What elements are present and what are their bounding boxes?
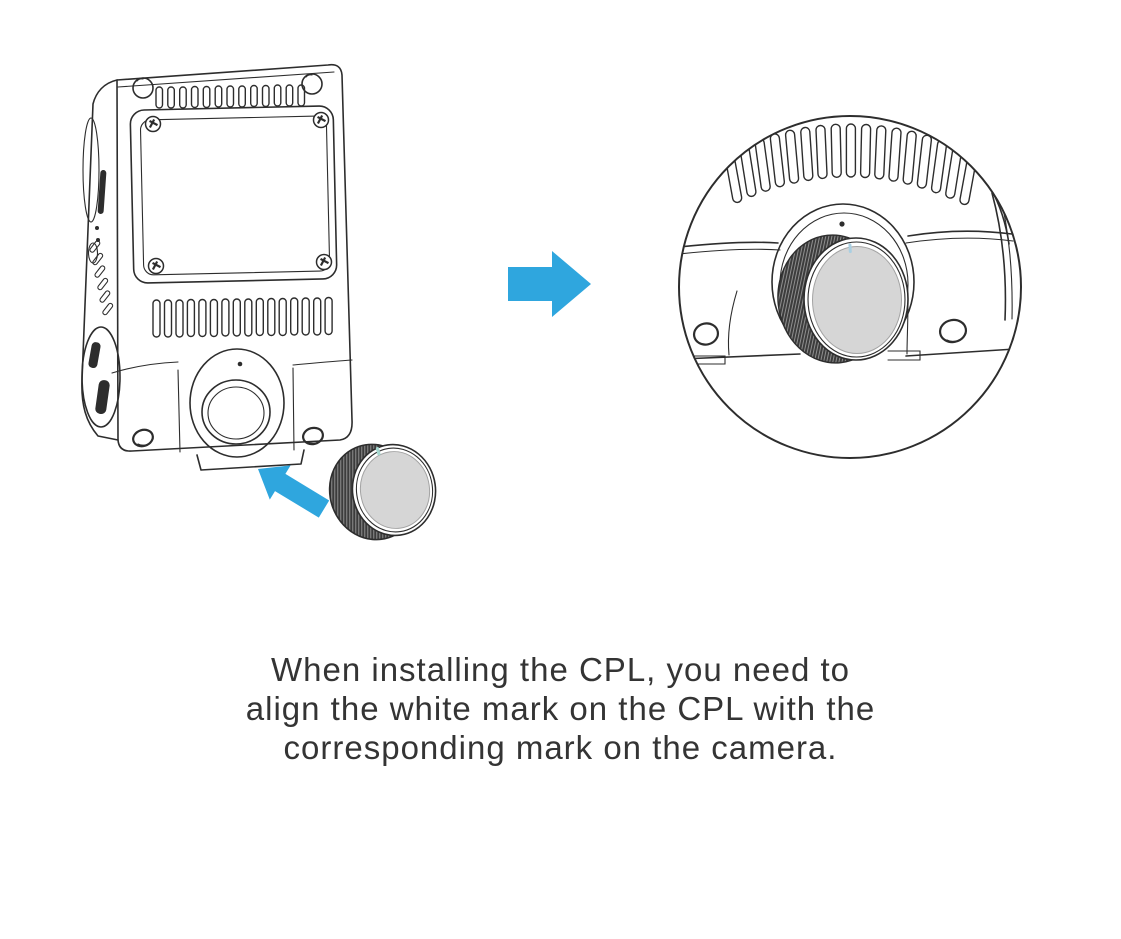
side-dot-1 (95, 226, 99, 230)
body-top-contour (117, 71, 335, 88)
screw-top-right (312, 111, 330, 129)
caption-line-1: When installing the CPL, you need to (270, 651, 850, 688)
side-contour-oval (82, 117, 100, 223)
sd-card-slot (97, 170, 107, 214)
lens-tab-right (292, 367, 295, 451)
mount-foot (196, 449, 305, 471)
cpl-white-mark (375, 447, 381, 456)
cpl-filter-illustration (328, 443, 437, 541)
cpl-alignment-mark (848, 243, 852, 254)
lens-tab-left (177, 369, 181, 453)
screw-bottom-left (147, 257, 165, 275)
camera-alignment-mark (839, 221, 845, 227)
camera-alignment-dot (237, 361, 243, 367)
camera-lens-mount (189, 348, 285, 458)
caption-line-2: align the white mark on the CPL with the (245, 690, 876, 727)
side-port-1 (88, 342, 101, 369)
bottom-face-contour-right (292, 359, 353, 366)
cpl-insert-arrow-icon (258, 465, 330, 518)
cpl-glass (359, 451, 431, 529)
caption-line-3: corresponding mark on the camera. (283, 729, 838, 766)
mount-hole-right (301, 73, 323, 95)
mount-hole-left (132, 77, 154, 99)
top-vent-row (155, 84, 306, 109)
screw-bottom-right (315, 253, 333, 271)
instruction-caption: When installing the CPL, you need to ali… (0, 650, 1121, 767)
dashcam-body-outline (116, 63, 353, 452)
detail-lens-assembly (771, 203, 915, 364)
bottom-vent-row (152, 296, 333, 338)
detail-view-circle (678, 115, 1022, 459)
dashcam-illustration (81, 63, 353, 471)
bottom-face-contour-left (111, 361, 179, 374)
screw-top-left (144, 115, 162, 133)
side-port-oval (81, 326, 121, 428)
side-port-2 (95, 380, 110, 415)
zoom-arrow-icon (508, 251, 591, 317)
bottom-oval-right (302, 426, 324, 446)
screen-plate (129, 105, 338, 284)
side-vent-slots (89, 240, 114, 316)
detail-cpl-glass (812, 246, 902, 354)
